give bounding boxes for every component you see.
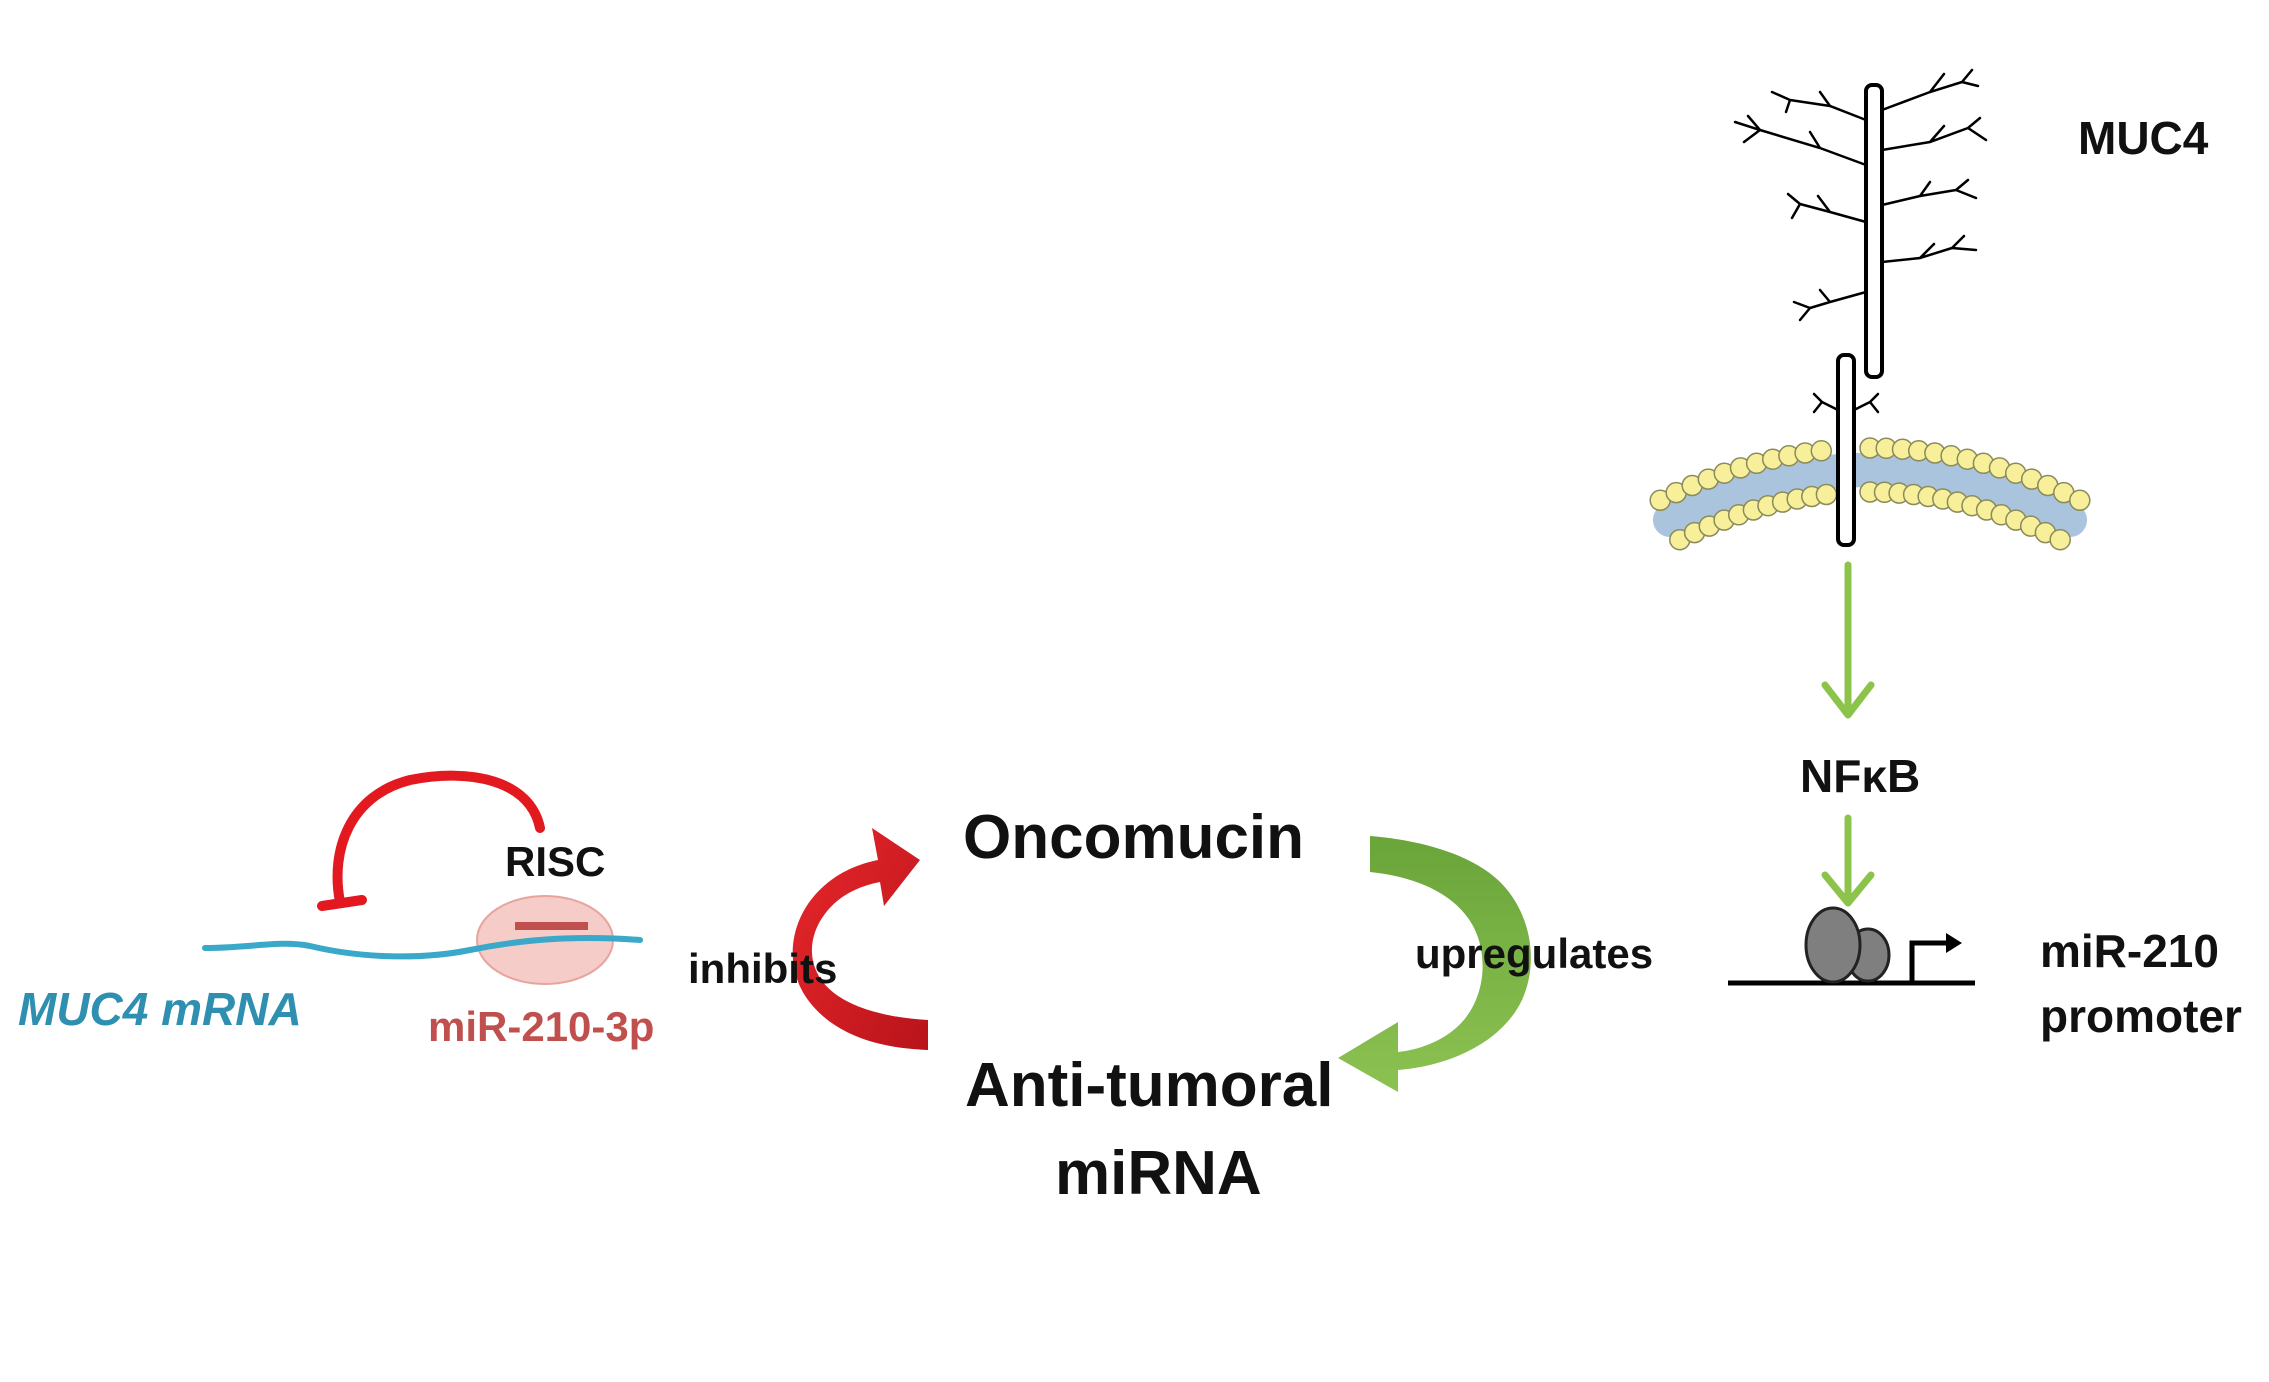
signal-arrow-nfkb-to-promoter bbox=[1821, 814, 1875, 907]
membrane-outer-heads bbox=[1669, 481, 2071, 551]
lipid-head bbox=[2069, 489, 2091, 512]
risc-label: RISC bbox=[505, 838, 606, 885]
risc-inhibition-arc bbox=[317, 770, 545, 911]
inhibits-label: inhibits bbox=[688, 945, 838, 992]
glycan-branches bbox=[1733, 68, 1988, 414]
muc4-protein bbox=[1733, 68, 1988, 547]
signal-arrow-membrane-to-nfkb bbox=[1821, 561, 1875, 719]
mir-210-3p-label: miR-210-3p bbox=[428, 1003, 655, 1050]
anti-tumoral-label: Anti-tumoral bbox=[965, 1051, 1334, 1120]
muc4-protein-label: MUC4 bbox=[2078, 112, 2209, 164]
mrna-risc-complex bbox=[202, 895, 643, 985]
cell-membrane bbox=[1649, 437, 2091, 551]
promoter-label: promoter bbox=[2040, 990, 2242, 1042]
mir210-label: miR-210 bbox=[2040, 925, 2219, 977]
upregulates-curved-arrow bbox=[1338, 836, 1531, 1092]
muc4-mrna-label: MUC4 mRNA bbox=[18, 983, 302, 1035]
mir210-promoter-graphic bbox=[1728, 906, 1975, 986]
lipid-head bbox=[1810, 440, 1833, 462]
mirna-label: miRNA bbox=[1055, 1139, 1262, 1208]
nfkb-label: NFκB bbox=[1800, 750, 1921, 802]
upregulates-label: upregulates bbox=[1415, 930, 1654, 977]
transcription-factor-large bbox=[1804, 906, 1862, 984]
membrane-inner-heads bbox=[1649, 437, 2091, 512]
muc4-mrna-strand bbox=[202, 935, 643, 960]
inhibits-curved-arrow bbox=[792, 828, 928, 1083]
lipid-head bbox=[2049, 528, 2071, 551]
oncomucin-label: Oncomucin bbox=[963, 803, 1305, 872]
transcription-start-arrow bbox=[1909, 940, 1948, 983]
lipid-head bbox=[1815, 483, 1838, 506]
